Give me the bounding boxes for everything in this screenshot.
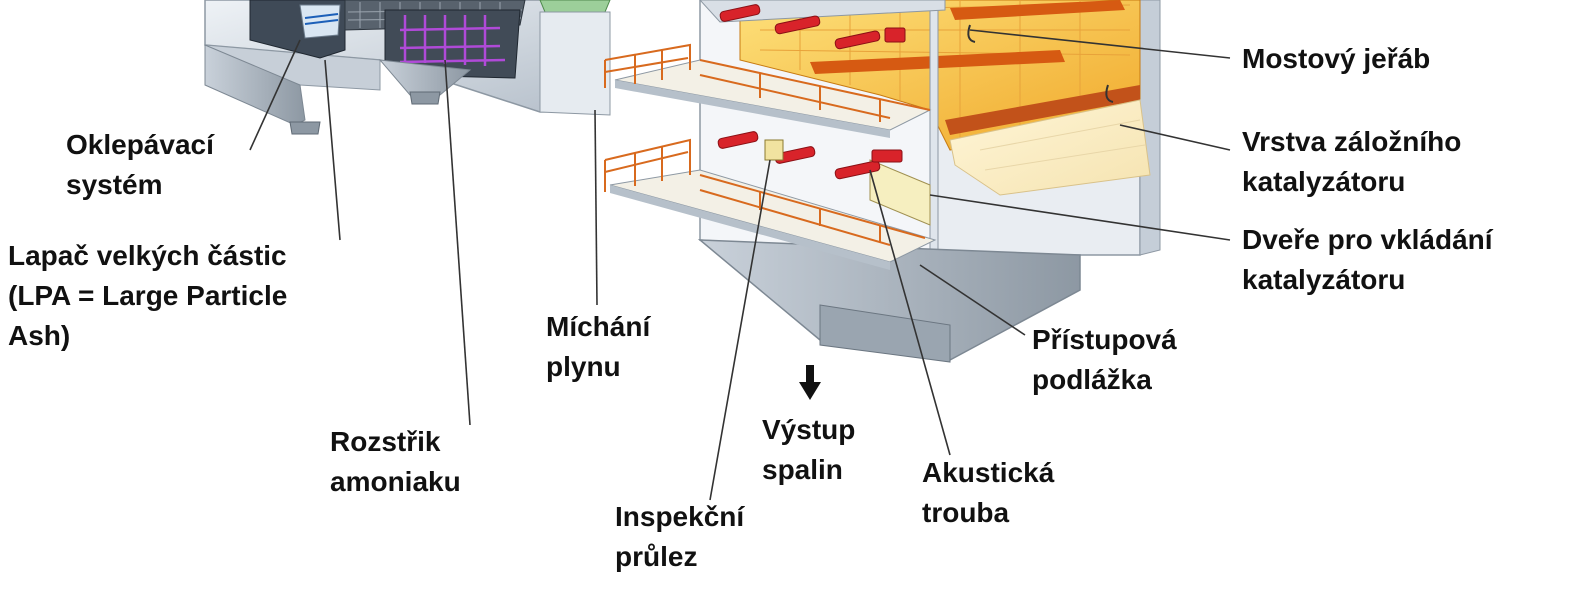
label-line: Dveře pro vkládání — [1242, 224, 1493, 255]
label-line: Lapač velkých částic — [8, 240, 287, 271]
label-line: Vrstva záložního — [1242, 126, 1462, 157]
label-line: Mostový jeřáb — [1242, 43, 1431, 74]
label-line: katalyzátoru — [1242, 166, 1406, 197]
label-line: Míchání — [546, 311, 651, 342]
label-access-platform: Přístupová podlážka — [1032, 320, 1177, 400]
scr-inspection-port — [764, 139, 784, 161]
label-line: (LPA = Large Particle — [8, 280, 288, 311]
label-spare-catalyst-layer: Vrstva záložního katalyzátoru — [1242, 122, 1461, 202]
label-line: Ash) — [8, 320, 71, 351]
label-line: Akustická — [922, 457, 1055, 488]
label-line: průlez — [615, 541, 698, 572]
label-line: Oklepávací — [66, 129, 214, 160]
label-bridge-crane: Mostový jeřáb — [1242, 39, 1430, 79]
label-lpa-screen: Lapač velkých částic (LPA = Large Partic… — [8, 236, 287, 356]
label-rapping-system: Oklepávací systém — [66, 125, 214, 205]
label-line: plynu — [546, 351, 621, 382]
scr-reactor — [697, 0, 1161, 363]
label-inspection-port: Inspekční průlez — [615, 497, 744, 577]
label-line: katalyzátoru — [1242, 264, 1406, 295]
label-sonic-horn: Akustická trouba — [922, 453, 1054, 533]
scr-left-duct — [204, 0, 611, 135]
label-line: spalin — [762, 454, 843, 485]
label-line: Výstup — [762, 414, 856, 445]
label-ammonia-injection: Rozstřik amoniaku — [330, 422, 461, 502]
label-line: systém — [66, 169, 163, 200]
label-catalyst-loading-door: Dveře pro vkládání katalyzátoru — [1242, 220, 1493, 300]
label-gas-mixing: Míchání plynu — [546, 307, 650, 387]
label-flue-gas-outlet: Výstup spalin — [762, 410, 855, 490]
label-line: podlážka — [1032, 364, 1152, 395]
label-line: Inspekční — [615, 501, 745, 532]
down-arrow-icon — [799, 365, 821, 400]
label-line: Přístupová — [1032, 324, 1177, 355]
label-line: Rozstřik — [330, 426, 441, 457]
label-line: amoniaku — [330, 466, 461, 497]
scr-sonic-horns — [717, 4, 906, 180]
label-line: trouba — [922, 497, 1010, 528]
scr-leader-lines — [249, 29, 1231, 501]
scr-platforms — [604, 0, 946, 270]
